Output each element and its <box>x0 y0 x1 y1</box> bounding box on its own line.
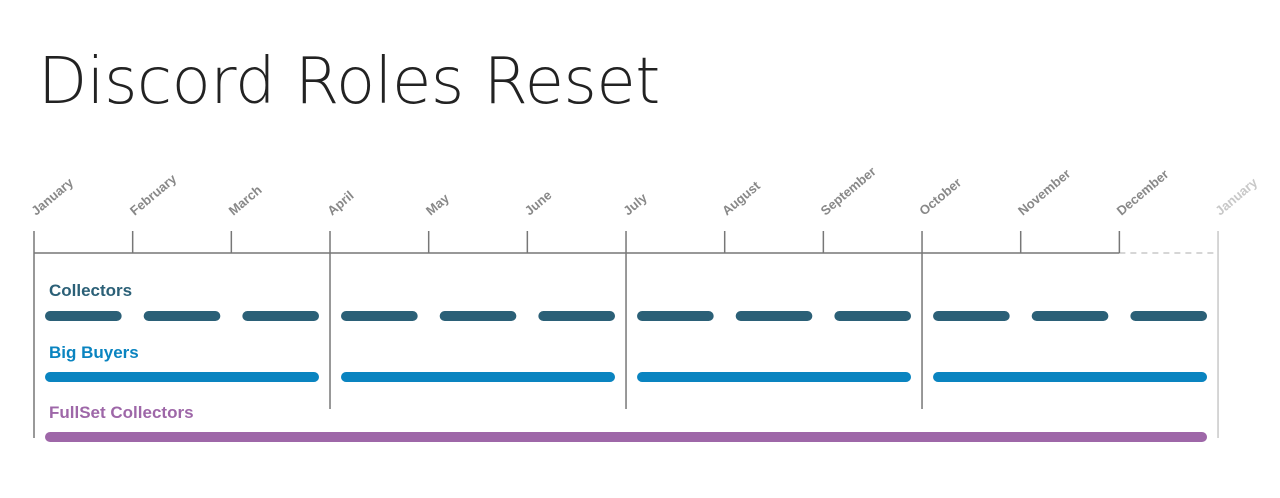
role-label: FullSet Collectors <box>49 403 194 422</box>
month-label: October <box>916 175 964 219</box>
month-label: April <box>324 188 356 219</box>
month-label: December <box>1114 166 1172 218</box>
role-label: Big Buyers <box>49 343 139 362</box>
month-label: February <box>127 171 180 219</box>
month-label: May <box>423 190 453 218</box>
month-label: August <box>719 178 763 219</box>
month-label: January <box>28 174 76 218</box>
month-label: June <box>522 187 555 218</box>
role-label: Collectors <box>49 281 132 300</box>
page-title: Discord Roles Reset <box>38 45 660 119</box>
month-label: January <box>1212 174 1260 218</box>
month-label: March <box>226 182 265 218</box>
month-label: September <box>818 164 879 219</box>
month-labels: January February March April May June July Augu… <box>28 164 1260 219</box>
month-label: July <box>620 190 650 219</box>
month-label: November <box>1015 166 1073 218</box>
timeline-axis <box>33 231 1219 438</box>
